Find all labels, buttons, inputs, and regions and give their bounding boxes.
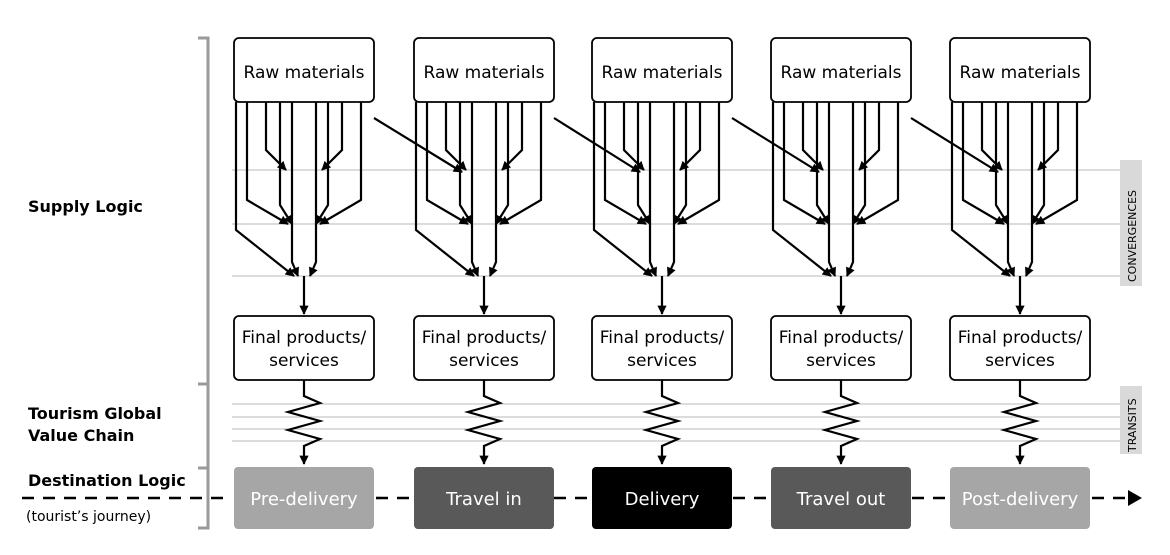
phase-1: Pre-delivery	[234, 467, 374, 529]
transit-zigzag	[999, 380, 1041, 465]
final-products-label-line1: Final products/	[958, 328, 1083, 348]
destination-logic-label: Destination Logic	[28, 471, 186, 490]
section-bracket	[198, 36, 210, 530]
transit-zigzag	[463, 380, 505, 465]
raw-materials-label: Raw materials	[960, 63, 1081, 83]
convergence-arrows	[234, 102, 363, 315]
final-products-label-line1: Final products/	[600, 328, 725, 348]
convergence-arrows	[373, 102, 543, 315]
transit-zigzag	[641, 380, 683, 465]
phase-box	[771, 467, 911, 529]
journey-arrowhead	[1128, 490, 1142, 506]
raw-materials-box	[591, 37, 733, 103]
svg-text:CONVERGENCES: CONVERGENCES	[1126, 190, 1139, 282]
tourism-gvc-label-line2: Value Chain	[28, 426, 134, 445]
journey-note: (tourist’s journey)	[26, 509, 151, 525]
final-products-label-line2: services	[449, 351, 519, 371]
convergence-guides	[232, 169, 1120, 277]
final-products-label-line1: Final products/	[242, 328, 367, 348]
phase-label: Pre-delivery	[250, 489, 358, 510]
final-products-label-line1: Final products/	[779, 328, 904, 348]
convergence-arrows	[910, 102, 1079, 315]
convergence-arrows	[553, 102, 721, 315]
phase-label: Travel in	[445, 489, 522, 510]
raw-materials-label: Raw materials	[424, 63, 545, 83]
final-products-label-line2: services	[985, 351, 1055, 371]
transits-tag: TRANSITS	[1120, 386, 1142, 454]
phases-layer: Pre-delivery Travel in Delivery Travel out P…	[22, 467, 1142, 529]
phase-label: Post-delivery	[962, 489, 1079, 510]
raw-materials-box	[413, 37, 555, 103]
phase-3: Delivery	[592, 467, 732, 529]
raw-materials-box	[770, 37, 912, 103]
journey-dashed-line	[22, 490, 1142, 506]
phase-box	[950, 467, 1090, 529]
supply-logic-label: Supply Logic	[28, 197, 143, 216]
phase-box	[414, 467, 554, 529]
svg-text:TRANSITS: TRANSITS	[1126, 398, 1139, 453]
raw-materials-box	[949, 37, 1091, 103]
raw-materials-box	[233, 37, 375, 103]
convergence-arrows	[731, 102, 900, 315]
final-products-label-line2: services	[806, 351, 876, 371]
phase-box	[234, 467, 374, 529]
phase-label: Travel out	[796, 489, 886, 510]
raw-materials-label: Raw materials	[244, 63, 365, 83]
phase-box	[592, 467, 732, 529]
phase-2: Travel in	[414, 467, 554, 529]
phase-label: Delivery	[625, 489, 700, 510]
convergences-tag: CONVERGENCES	[1120, 160, 1142, 286]
phase-4: Travel out	[771, 467, 911, 529]
raw-materials-label: Raw materials	[602, 63, 723, 83]
tourism-gvc-label-line1: Tourism Global	[28, 404, 162, 423]
final-products-label-line2: services	[627, 351, 697, 371]
transit-zigzag	[820, 380, 862, 465]
phase-5: Post-delivery	[950, 467, 1090, 529]
transit-zigzag	[283, 380, 325, 465]
final-products-label-line1: Final products/	[422, 328, 547, 348]
raw-materials-label: Raw materials	[781, 63, 902, 83]
final-products-label-line2: services	[269, 351, 339, 371]
